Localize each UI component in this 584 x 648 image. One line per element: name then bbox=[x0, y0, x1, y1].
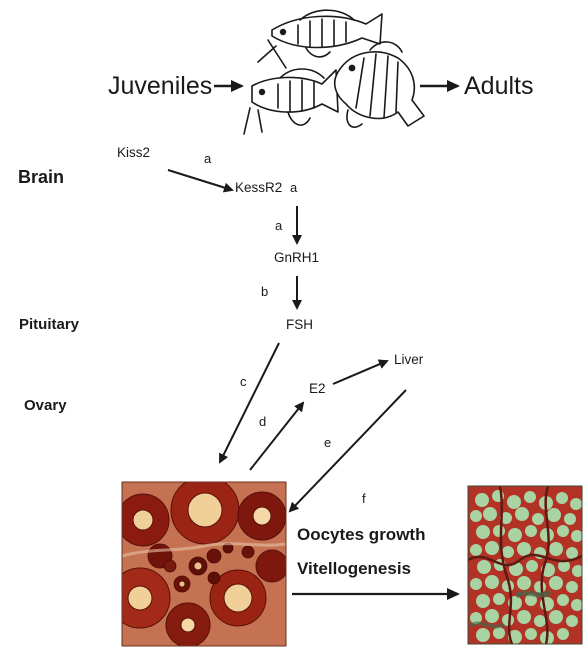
arrow-kiss2-kessr2 bbox=[168, 170, 232, 190]
arrow-e2-liver bbox=[333, 361, 387, 384]
arrow-ovary-e2 bbox=[250, 403, 303, 470]
fish-illustration bbox=[244, 10, 424, 134]
arrow-liver-oocytes bbox=[290, 390, 406, 511]
fish-right-icon bbox=[335, 42, 424, 127]
oocyte-histology-image bbox=[110, 476, 288, 647]
fish-left-icon bbox=[244, 69, 338, 134]
vitellogenesis-histology-image bbox=[468, 486, 584, 645]
